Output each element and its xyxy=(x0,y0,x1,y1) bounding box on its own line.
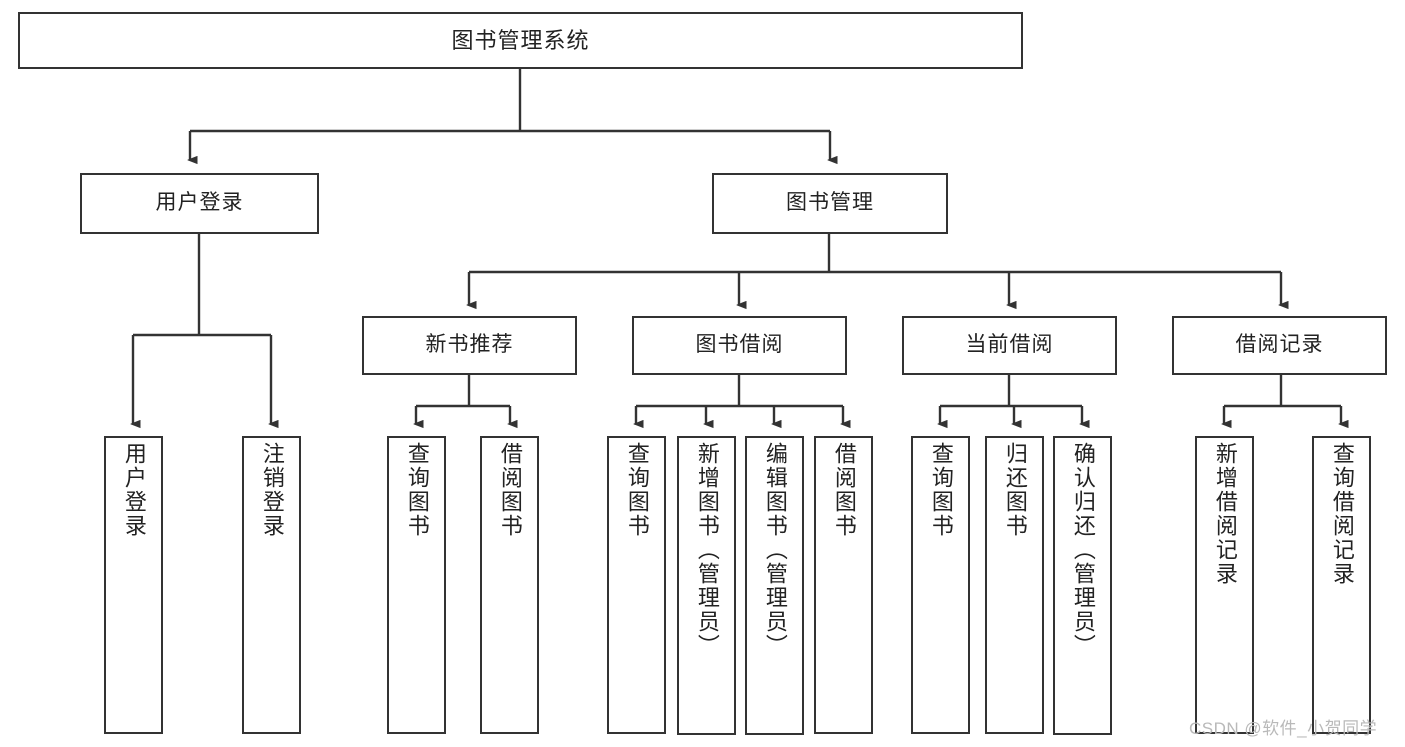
node-label: 用户登录 xyxy=(121,442,147,538)
node-label: 借阅记录 xyxy=(1235,333,1324,357)
leaf-current-return-book[interactable]: 归还图书 xyxy=(985,436,1044,734)
node-book-borrow[interactable]: 图书借阅 xyxy=(632,316,847,375)
leaf-user-login-logout[interactable]: 注销登录 xyxy=(242,436,301,734)
leaf-user-login-login[interactable]: 用户登录 xyxy=(104,436,163,734)
leaf-current-query-book[interactable]: 查询图书 xyxy=(911,436,970,734)
node-root-system[interactable]: 图书管理系统 xyxy=(18,12,1023,69)
leaf-recommend-borrow-book[interactable]: 借阅图书 xyxy=(480,436,539,734)
node-borrow-records[interactable]: 借阅记录 xyxy=(1172,316,1387,375)
node-label: 图书借阅 xyxy=(695,333,784,357)
node-label: 新增图书（管理员） xyxy=(694,442,720,658)
node-label: 查询借阅记录 xyxy=(1329,442,1355,586)
node-book-management[interactable]: 图书管理 xyxy=(712,173,948,234)
node-label: 确认归还（管理员） xyxy=(1070,442,1096,658)
node-label: 图书管理 xyxy=(786,191,874,215)
leaf-borrow-add-book-admin[interactable]: 新增图书（管理员） xyxy=(677,436,736,735)
node-label: 借阅图书 xyxy=(831,442,857,538)
node-label: 查询图书 xyxy=(928,442,954,538)
leaf-borrow-edit-book-admin[interactable]: 编辑图书（管理员） xyxy=(745,436,804,735)
node-label: 查询图书 xyxy=(404,442,430,538)
leaf-records-add-record[interactable]: 新增借阅记录 xyxy=(1195,436,1254,734)
node-user-login[interactable]: 用户登录 xyxy=(80,173,319,234)
leaf-borrow-query-book[interactable]: 查询图书 xyxy=(607,436,666,734)
node-current-borrow[interactable]: 当前借阅 xyxy=(902,316,1117,375)
node-label: 新增借阅记录 xyxy=(1212,442,1238,586)
node-label: 当前借阅 xyxy=(965,333,1054,357)
node-label: 图书管理系统 xyxy=(451,27,590,53)
leaf-recommend-query-book[interactable]: 查询图书 xyxy=(387,436,446,734)
leaf-records-query-record[interactable]: 查询借阅记录 xyxy=(1312,436,1371,734)
node-label: 查询图书 xyxy=(624,442,650,538)
leaf-current-confirm-return-admin[interactable]: 确认归还（管理员） xyxy=(1053,436,1112,735)
node-label: 新书推荐 xyxy=(425,333,514,357)
node-label: 编辑图书（管理员） xyxy=(762,442,788,658)
node-label: 用户登录 xyxy=(155,191,244,215)
node-label: 注销登录 xyxy=(259,442,285,538)
node-new-book-recommend[interactable]: 新书推荐 xyxy=(362,316,577,375)
node-label: 借阅图书 xyxy=(497,442,523,538)
watermark: CSDN @软件_小贺同学 xyxy=(1189,719,1378,738)
node-label: 归还图书 xyxy=(1002,442,1028,538)
leaf-borrow-borrow-book[interactable]: 借阅图书 xyxy=(814,436,873,734)
